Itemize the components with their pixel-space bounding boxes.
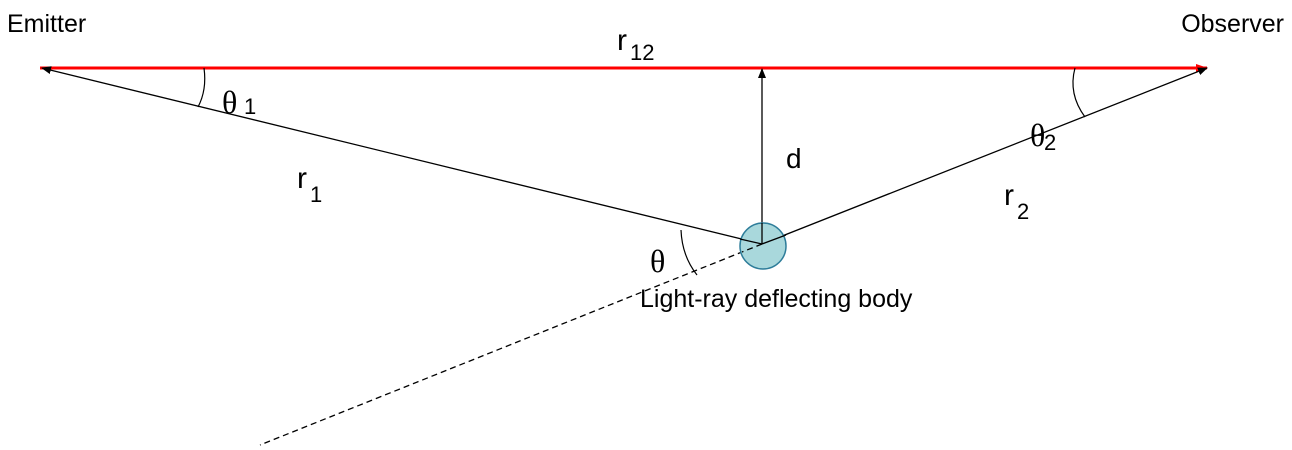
- emitter-label: Emitter: [7, 10, 86, 38]
- theta1-arc: [197, 67, 206, 108]
- theta-label: θ: [650, 243, 665, 279]
- r2-label-sub: 2: [1017, 199, 1029, 224]
- theta2-label: θ 2: [1030, 117, 1056, 155]
- r1-label-base: r: [297, 162, 307, 195]
- theta-arc: [680, 229, 698, 276]
- r12-label-base: r: [617, 24, 627, 57]
- r12-label: r 12: [617, 24, 654, 65]
- theta2-arc: [1072, 67, 1086, 118]
- theta1-label: θ 1: [222, 84, 256, 120]
- r2-label-base: r: [1004, 179, 1014, 212]
- theta1-label-base: θ: [222, 84, 237, 120]
- observer-label: Observer: [1181, 10, 1284, 38]
- r2-line-over-body: [761, 234, 787, 245]
- dashed-extension-line: [259, 243, 763, 446]
- dashed-over-body: [741, 243, 763, 253]
- r2-line: [761, 67, 1208, 245]
- r2-label: r 2: [1004, 179, 1029, 224]
- theta2-label-sub: 2: [1044, 130, 1056, 155]
- r1-line-over-body: [739, 238, 763, 245]
- r1-label-sub: 1: [310, 182, 322, 207]
- r1-label: r 1: [297, 162, 322, 207]
- r12-label-sub: 12: [630, 40, 654, 65]
- r1-line: [41, 66, 763, 245]
- theta1-label-sub: 1: [244, 94, 256, 119]
- theta2-label-base: θ: [1030, 117, 1045, 153]
- d-label: d: [786, 143, 802, 174]
- body-label: Light-ray deflecting body: [640, 285, 913, 313]
- deflecting-body: [739, 222, 787, 270]
